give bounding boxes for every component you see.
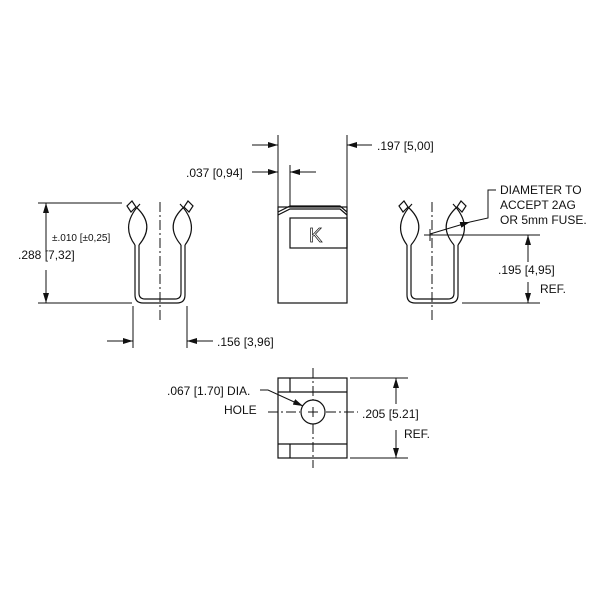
dim-base-length: .205 [5.21] (362, 407, 419, 421)
left-clip-side-view: .288 [7,32] ±.010 [±0,25] .156 [3,96] (18, 200, 274, 349)
note-line-3: OR 5mm FUSE. (500, 213, 587, 227)
dim-tolerance: ±.010 [±0,25] (52, 233, 110, 244)
bottom-view: .205 [5.21] REF. .067 [1.70] DIA. HOLE (167, 368, 430, 468)
right-clip-view: .195 [4,95] REF. DIAMETER TO ACCEPT 2AG … (398, 183, 587, 322)
dim-center-height-ref: REF. (540, 282, 566, 296)
dim-height: .288 [7,32] (18, 248, 75, 262)
dim-center-height: .195 [4,95] (498, 263, 555, 277)
dim-hole: .067 [1.70] DIA. (167, 384, 250, 398)
front-view: K .197 [5,00] .037 [0,94] (186, 135, 434, 304)
dim-hole-label: HOLE (224, 403, 257, 417)
dim-thickness: .037 [0,94] (186, 166, 243, 180)
logo-k: K (309, 225, 323, 247)
dim-body-width: .197 [5,00] (377, 139, 434, 153)
dim-base-length-ref: REF. (404, 427, 430, 441)
dim-clip-width: .156 [3,96] (217, 335, 274, 349)
note-line-1: DIAMETER TO (500, 183, 582, 197)
note-line-2: ACCEPT 2AG (500, 198, 576, 212)
